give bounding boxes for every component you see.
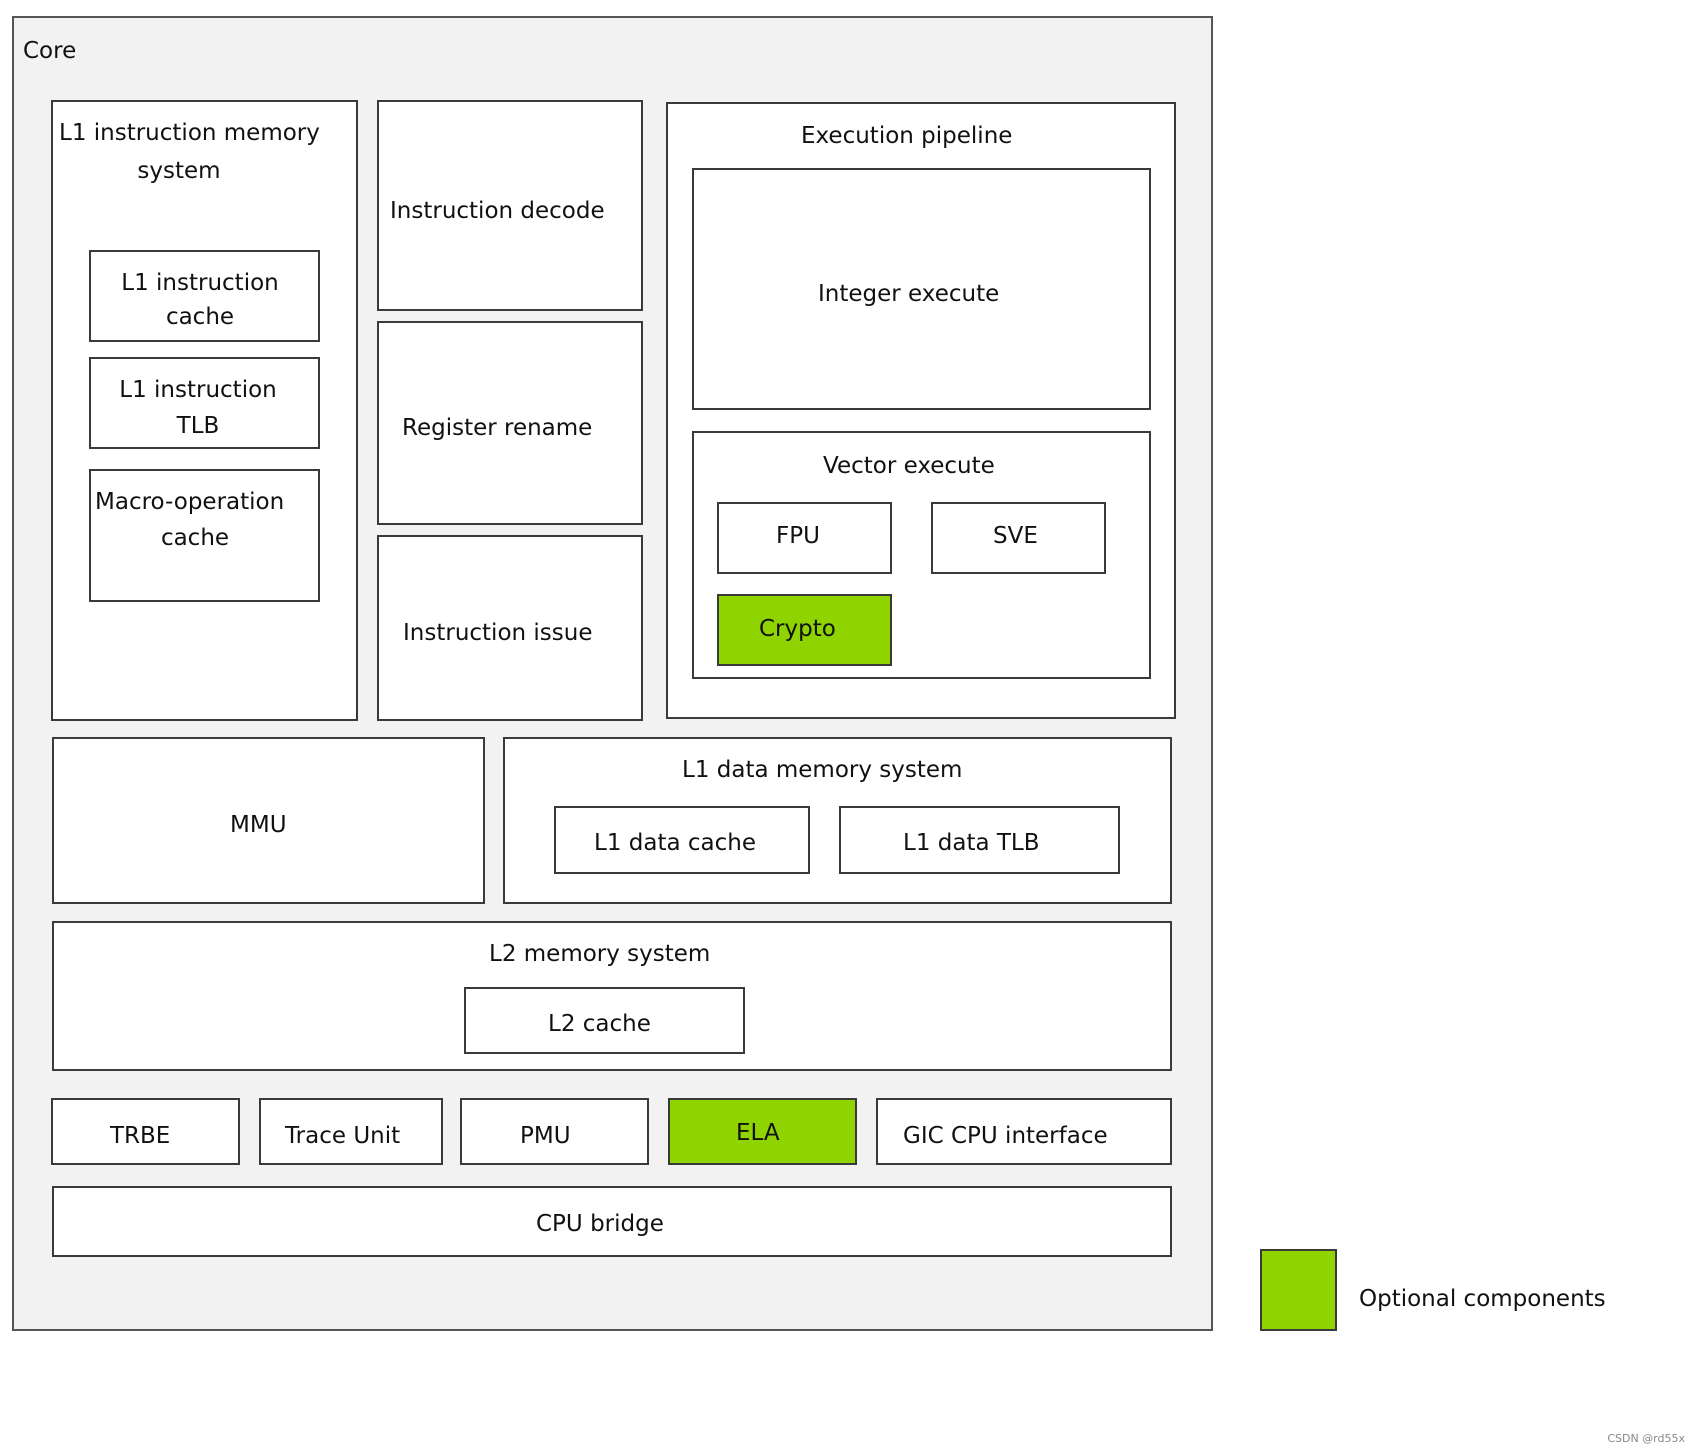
l1-data-cache-label: L1 data cache [594, 830, 756, 856]
l1-instruction-tlb-line2: TLB [176, 413, 220, 439]
execution-pipeline-label: Execution pipeline [801, 123, 1013, 149]
trace-unit-label: Trace Unit [285, 1123, 401, 1149]
legend-swatch [1260, 1249, 1337, 1331]
instruction-decode-label: Instruction decode [390, 198, 605, 224]
integer-execute: Integer execute [692, 168, 1151, 410]
watermark: CSDN @rd55x [1607, 1432, 1685, 1445]
legend-label: Optional components [1359, 1286, 1606, 1312]
trace-unit: Trace Unit [259, 1098, 443, 1165]
mmu-label: MMU [230, 812, 287, 838]
l1-data-tlb: L1 data TLB [839, 806, 1120, 874]
instruction-issue: Instruction issue [377, 535, 643, 721]
register-rename-label: Register rename [402, 415, 593, 441]
mmu: MMU [52, 737, 485, 904]
crypto: Crypto [717, 594, 892, 666]
l2-memory-label: L2 memory system [489, 941, 711, 967]
gic-cpu-interface-label: GIC CPU interface [903, 1123, 1108, 1149]
fpu: FPU [717, 502, 892, 574]
macro-operation-cache-line2: cache [160, 525, 230, 551]
ela: ELA [668, 1098, 857, 1165]
l1-instruction-tlb-line1: L1 instruction [119, 377, 277, 403]
l1-instruction-memory-label: L1 instruction memory system [59, 114, 320, 190]
cpu-bridge: CPU bridge [52, 1186, 1172, 1257]
pmu: PMU [460, 1098, 649, 1165]
integer-execute-label: Integer execute [818, 281, 1000, 307]
macro-operation-cache: Macro-operation cache [89, 469, 320, 602]
sve-label: SVE [993, 523, 1038, 549]
l1-instruction-memory-label-line1: L1 instruction memory [59, 120, 320, 146]
vector-execute-label: Vector execute [823, 453, 995, 479]
l1-instruction-cache-line1: L1 instruction [121, 270, 279, 296]
ela-label: ELA [736, 1120, 780, 1146]
l2-cache-label: L2 cache [548, 1011, 651, 1037]
pmu-label: PMU [520, 1123, 571, 1149]
l1-data-tlb-label: L1 data TLB [903, 830, 1040, 856]
instruction-issue-label: Instruction issue [403, 620, 593, 646]
gic-cpu-interface: GIC CPU interface [876, 1098, 1172, 1165]
macro-operation-cache-line1: Macro-operation [95, 489, 285, 515]
fpu-label: FPU [776, 523, 820, 549]
register-rename: Register rename [377, 321, 643, 525]
sve: SVE [931, 502, 1106, 574]
l1-data-memory-label: L1 data memory system [682, 757, 963, 783]
l1-instruction-memory-label-line2: system [137, 158, 221, 184]
trbe: TRBE [51, 1098, 240, 1165]
l1-instruction-cache: L1 instruction cache [89, 250, 320, 342]
instruction-decode: Instruction decode [377, 100, 643, 311]
trbe-label: TRBE [110, 1123, 171, 1149]
core-label: Core [23, 38, 77, 64]
crypto-label: Crypto [759, 616, 836, 642]
l1-instruction-cache-line2: cache [165, 304, 235, 330]
cpu-bridge-label: CPU bridge [536, 1211, 664, 1237]
l2-cache: L2 cache [464, 987, 745, 1054]
l1-instruction-tlb: L1 instruction TLB [89, 357, 320, 449]
l1-data-cache: L1 data cache [554, 806, 810, 874]
